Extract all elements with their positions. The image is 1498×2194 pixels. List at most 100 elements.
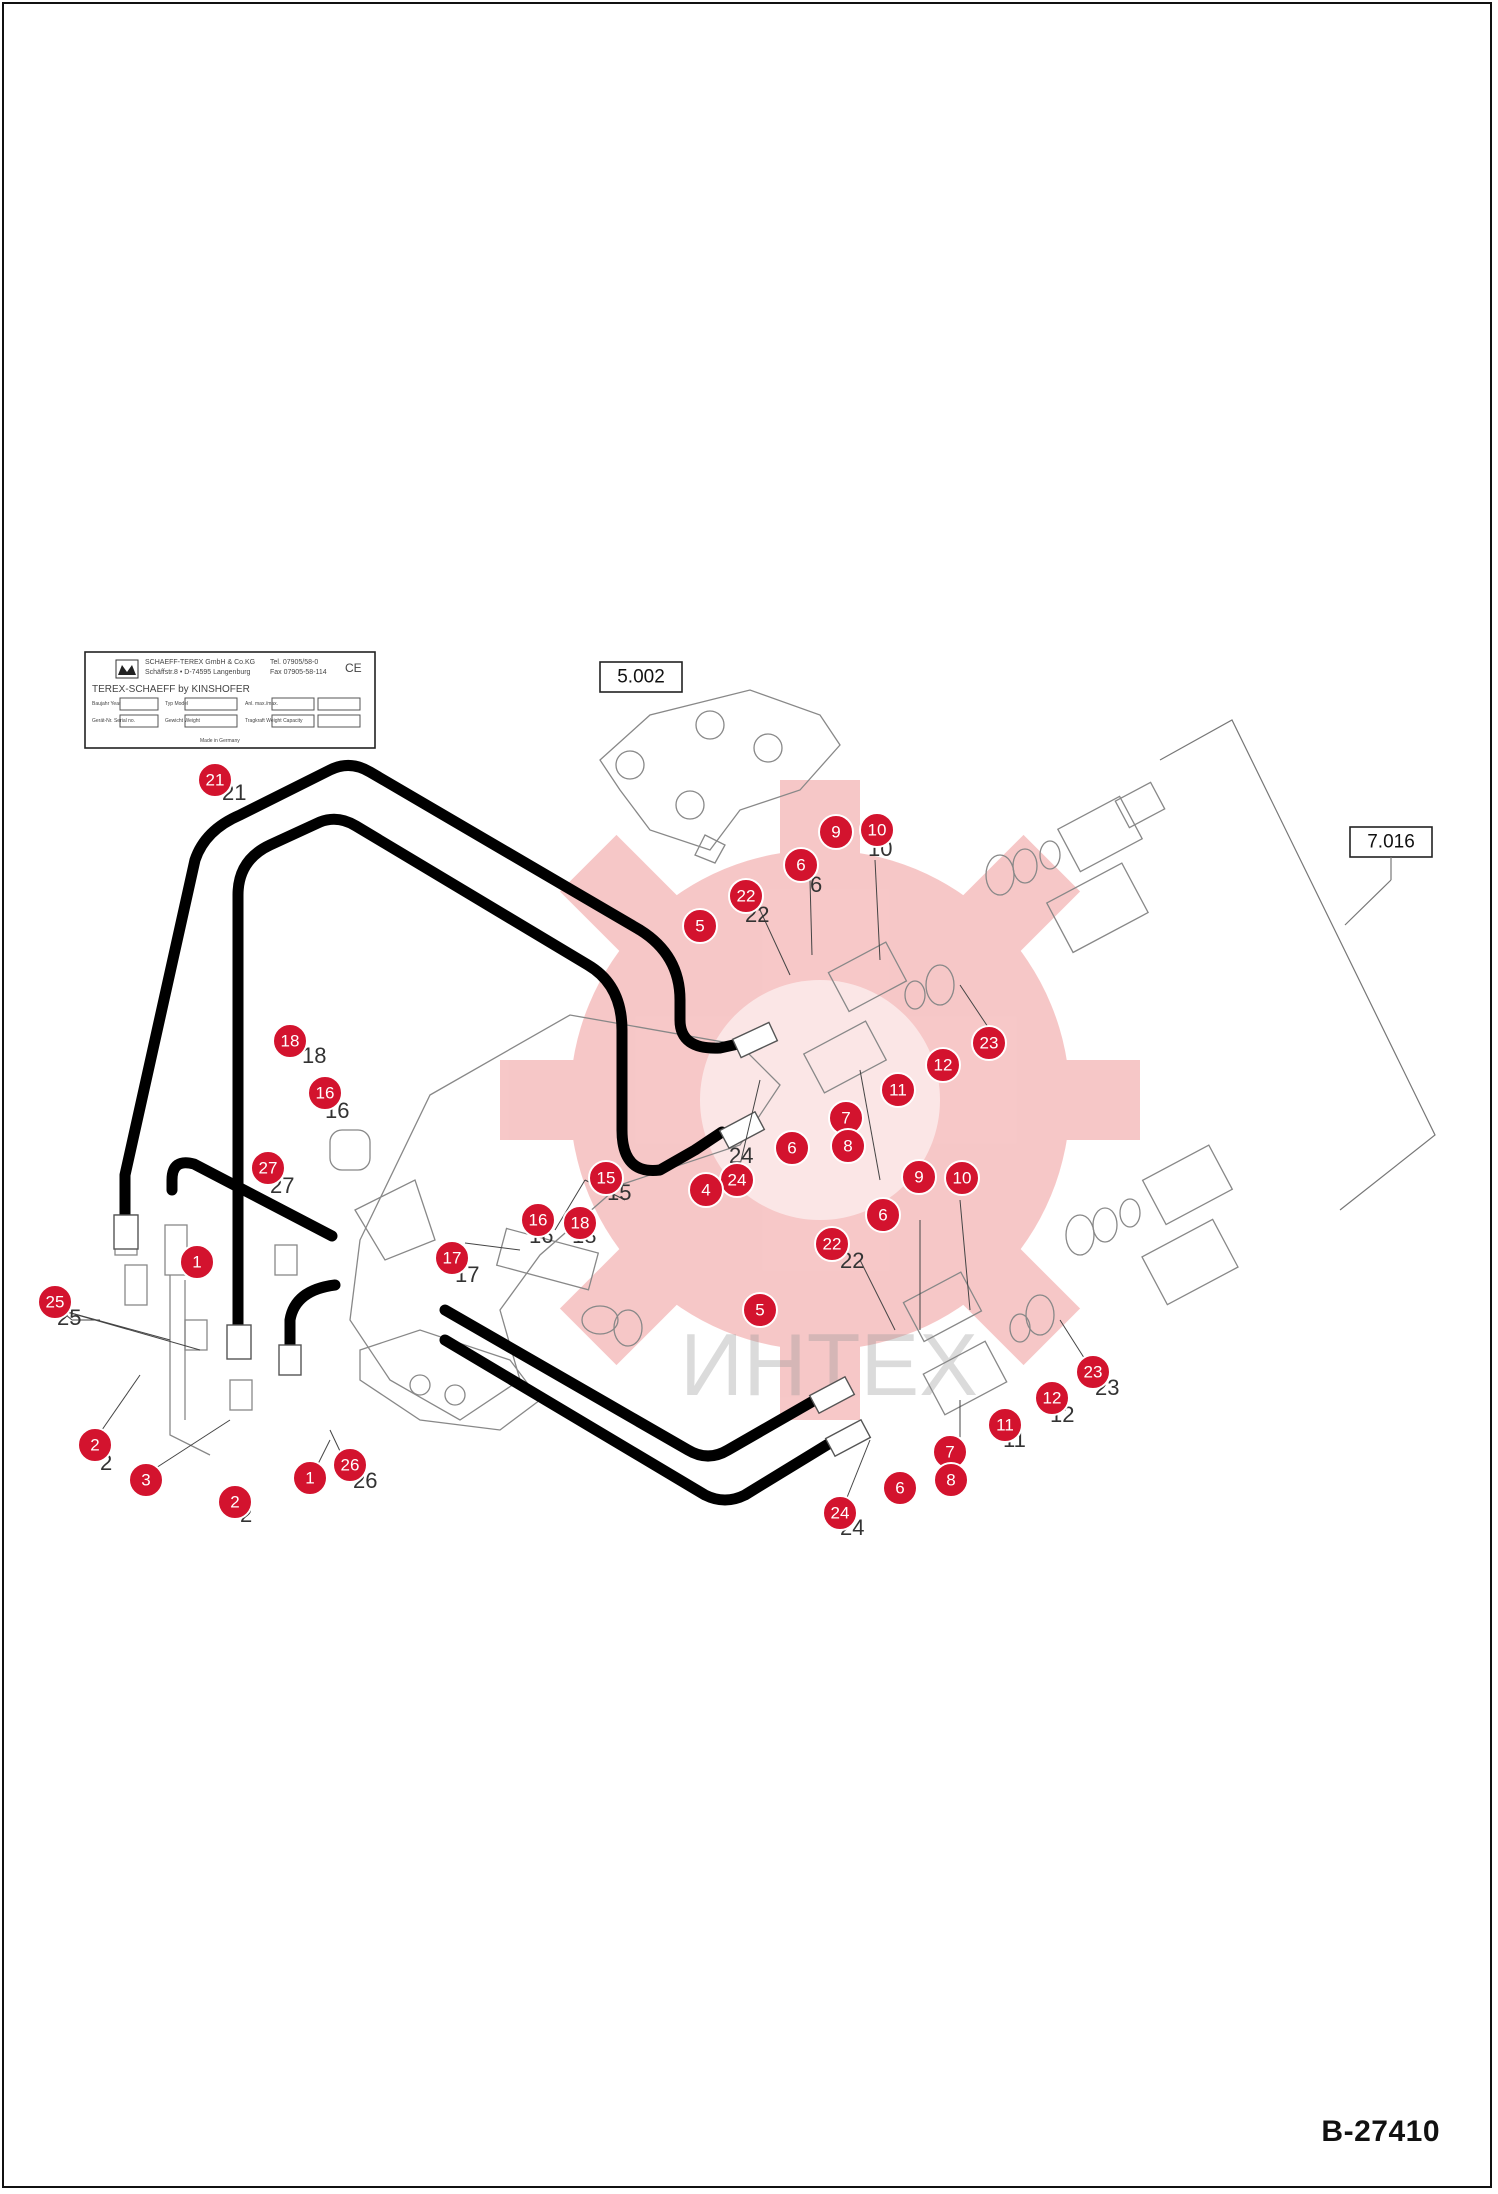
callout-12: 12 <box>925 1047 961 1083</box>
svg-text:24: 24 <box>831 1504 850 1523</box>
svg-text:9: 9 <box>914 1168 923 1187</box>
callout-22: 22 <box>814 1226 850 1262</box>
svg-text:23: 23 <box>1084 1363 1103 1382</box>
svg-text:7: 7 <box>841 1109 850 1128</box>
svg-text:16: 16 <box>529 1211 548 1230</box>
callout-22: 22 <box>728 878 764 914</box>
callout-15: 15 <box>588 1160 624 1196</box>
svg-text:18: 18 <box>571 1214 590 1233</box>
svg-text:Tel. 07905/58-0: Tel. 07905/58-0 <box>270 659 318 666</box>
callout-26: 26 <box>332 1447 368 1483</box>
callout-24: 24 <box>822 1495 858 1531</box>
callout-11: 11 <box>880 1072 916 1108</box>
svg-text:10: 10 <box>868 821 887 840</box>
callout-4: 4 <box>688 1172 724 1208</box>
svg-text:6: 6 <box>895 1479 904 1498</box>
callout-10: 10 <box>859 812 895 848</box>
svg-text:24: 24 <box>728 1171 747 1190</box>
svg-text:11: 11 <box>889 1081 907 1100</box>
hose-fittings <box>113 1021 872 1458</box>
svg-text:23: 23 <box>980 1034 999 1053</box>
svg-text:21: 21 <box>206 771 225 790</box>
svg-text:Fax 07905-58-114: Fax 07905-58-114 <box>270 669 327 676</box>
svg-text:3: 3 <box>141 1471 150 1490</box>
svg-text:18: 18 <box>281 1032 300 1051</box>
callout-16: 16 <box>307 1075 343 1111</box>
svg-text:16: 16 <box>316 1084 335 1103</box>
svg-text:Typ Model: Typ Model <box>165 701 188 707</box>
svg-text:25: 25 <box>46 1293 65 1312</box>
callout-7: 7 <box>932 1434 968 1470</box>
svg-text:15: 15 <box>597 1169 616 1188</box>
svg-text:1: 1 <box>305 1469 314 1488</box>
callout-6: 6 <box>774 1130 810 1166</box>
svg-text:7: 7 <box>945 1443 954 1462</box>
callout-18: 18 <box>562 1205 598 1241</box>
svg-text:22: 22 <box>823 1235 842 1254</box>
callout-2: 2 <box>77 1427 113 1463</box>
callout-6: 6 <box>882 1470 918 1506</box>
callout-18: 18 <box>272 1023 308 1059</box>
svg-text:Schäffstr.8 • D-74595 Langenbu: Schäffstr.8 • D-74595 Langenburg <box>145 669 251 676</box>
svg-text:6: 6 <box>787 1139 796 1158</box>
svg-text:Made in Germany: Made in Germany <box>200 738 240 744</box>
svg-text:8: 8 <box>843 1137 852 1156</box>
callout-8: 8 <box>830 1128 866 1164</box>
callout-21: 21 <box>197 762 233 798</box>
callout-6: 6 <box>865 1197 901 1233</box>
svg-text:12: 12 <box>1043 1389 1062 1408</box>
callout-2: 2 <box>217 1484 253 1520</box>
svg-text:4: 4 <box>701 1181 710 1200</box>
callout-bubbles: 21 9 10 6 22 5 23 12 11 7 8 6 24 4 18 16… <box>37 762 1111 1531</box>
callout-17: 17 <box>434 1240 470 1276</box>
callout-3: 3 <box>128 1462 164 1498</box>
svg-text:Gewicht Weight: Gewicht Weight <box>165 718 201 724</box>
svg-text:6: 6 <box>878 1206 887 1225</box>
hydraulic-hoses <box>119 760 836 1506</box>
callout-16: 16 <box>520 1202 556 1238</box>
svg-text:22: 22 <box>737 887 756 906</box>
identification-plate: SCHAEFF-TEREX GmbH & Co.KG Schäffstr.8 •… <box>84 651 376 749</box>
svg-text:9: 9 <box>831 823 840 842</box>
svg-text:2: 2 <box>90 1436 99 1455</box>
callout-1: 1 <box>292 1460 328 1496</box>
svg-text:5.002: 5.002 <box>617 667 665 688</box>
callout-11: 11 <box>987 1407 1023 1443</box>
coupling-group-outline <box>1159 719 1436 1211</box>
callout-9: 9 <box>901 1159 937 1195</box>
svg-text:SCHAEFF-TEREX GmbH & Co.KG: SCHAEFF-TEREX GmbH & Co.KG <box>145 659 255 666</box>
svg-text:17: 17 <box>443 1249 462 1268</box>
svg-text:1: 1 <box>192 1253 201 1272</box>
reference-box-5002: 5.002 <box>599 661 683 693</box>
svg-text:CE: CE <box>345 661 362 675</box>
callout-10: 10 <box>944 1160 980 1196</box>
watermark-gear-icon <box>500 780 1140 1420</box>
svg-text:Tragkraft Weight Capacity: Tragkraft Weight Capacity <box>245 718 303 724</box>
svg-text:Anl. max./max.: Anl. max./max. <box>245 701 278 707</box>
svg-text:6: 6 <box>796 856 805 875</box>
callout-12: 12 <box>1034 1380 1070 1416</box>
callout-6: 6 <box>783 847 819 883</box>
crown-logo-icon <box>118 665 136 675</box>
svg-text:Baujahr Year: Baujahr Year <box>92 701 121 707</box>
svg-text:5: 5 <box>755 1301 764 1320</box>
svg-text:12: 12 <box>934 1056 953 1075</box>
svg-text:TEREX-SCHAEFF by KINSHOFER: TEREX-SCHAEFF by KINSHOFER <box>92 684 250 695</box>
svg-text:8: 8 <box>946 1471 955 1490</box>
svg-text:27: 27 <box>259 1159 278 1178</box>
callout-8: 8 <box>933 1462 969 1498</box>
svg-text:Gerät-Nr. Serial no.: Gerät-Nr. Serial no. <box>92 718 135 724</box>
svg-text:10: 10 <box>953 1169 972 1188</box>
callout-5: 5 <box>682 908 718 944</box>
callout-23: 23 <box>971 1025 1007 1061</box>
callout-27: 27 <box>250 1150 286 1186</box>
callout-1: 1 <box>179 1244 215 1280</box>
svg-text:2: 2 <box>230 1493 239 1512</box>
drawing-number: B-27410 <box>1321 2115 1440 2148</box>
svg-text:26: 26 <box>341 1456 360 1475</box>
reference-box-7016: 7.016 <box>1349 826 1433 858</box>
callout-23: 23 <box>1075 1354 1111 1390</box>
callout-24: 24 <box>719 1162 755 1198</box>
